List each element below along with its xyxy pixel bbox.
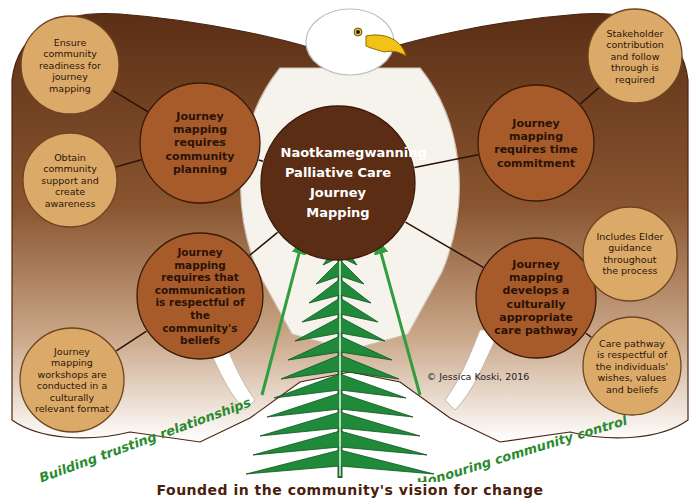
connector-line [250, 232, 278, 255]
circle-label: Obtain community support and create awar… [35, 152, 106, 209]
circle-text-box: Naotkamegwanning Palliative Care Journey… [281, 143, 396, 224]
circle-label: Stakeholder contribution and follow thro… [600, 28, 671, 85]
circle-text-box: Care pathway is respectful of the indivi… [595, 338, 669, 395]
circle-label: Journey mapping develops a culturally ap… [490, 258, 583, 337]
circle-text-box: Journey mapping requires that communicat… [152, 246, 249, 347]
connector-line [414, 155, 478, 168]
circle-text-box: Ensure community readiness for journey m… [33, 37, 107, 94]
circle-text-box: Journey mapping requires time commitment [491, 117, 581, 170]
caption: Founded in the community's vision for ch… [153, 482, 548, 498]
circle-label: Care pathway is respectful of the indivi… [595, 338, 669, 395]
connector-line [116, 331, 146, 351]
copyright-note: © Jessica Koski, 2016 [427, 371, 530, 382]
connector-line [116, 160, 141, 167]
center-circle: Naotkamegwanning Palliative Care Journey… [260, 105, 416, 261]
theme-circle: Journey mapping develops a culturally ap… [475, 237, 597, 359]
circle-text-box: Obtain community support and create awar… [35, 152, 106, 209]
connector-line [586, 333, 591, 337]
connector-line [113, 91, 148, 112]
connector-line [259, 160, 263, 161]
theme-circle: Journey mapping requires time commitment [477, 84, 595, 202]
theme-circle: Journey mapping requires that communicat… [136, 232, 264, 360]
circle-text-box: Journey mapping workshops are conducted … [33, 346, 111, 414]
circle-label: Ensure community readiness for journey m… [33, 37, 107, 94]
circle-label: Journey mapping requires time commitment [491, 117, 581, 170]
theme-circle: Journey mapping requires community plann… [139, 82, 261, 204]
green-arrow [378, 242, 420, 395]
detail-circle: Obtain community support and create awar… [22, 132, 118, 228]
circle-label: Journey mapping requires community plann… [154, 110, 247, 176]
detail-circle: Ensure community readiness for journey m… [20, 15, 120, 115]
circle-label: Journey mapping workshops are conducted … [33, 346, 111, 414]
detail-circle: Care pathway is respectful of the indivi… [582, 316, 682, 416]
circle-shape [260, 105, 416, 261]
circle-label: Naotkamegwanning Palliative Care Journey… [281, 143, 396, 224]
eagle-wings [12, 14, 688, 442]
green-arrow [262, 242, 302, 395]
eagle-body [241, 68, 460, 350]
circle-text-box: Stakeholder contribution and follow thro… [600, 28, 671, 85]
detail-circle: Includes Elder guidance throughout the p… [582, 206, 678, 302]
circle-text-box: Includes Elder guidance throughout the p… [595, 231, 666, 277]
circle-text-box: Journey mapping requires community plann… [154, 110, 247, 176]
connector-line [405, 222, 483, 267]
detail-circle: Stakeholder contribution and follow thro… [587, 8, 683, 104]
connector-line [580, 88, 599, 104]
circle-text-box: Journey mapping develops a culturally ap… [490, 258, 583, 337]
circle-label: Journey mapping requires that communicat… [152, 246, 249, 347]
circle-label: Includes Elder guidance throughout the p… [595, 231, 666, 277]
eagle-head [306, 9, 406, 75]
detail-circle: Journey mapping workshops are conducted … [19, 327, 125, 433]
